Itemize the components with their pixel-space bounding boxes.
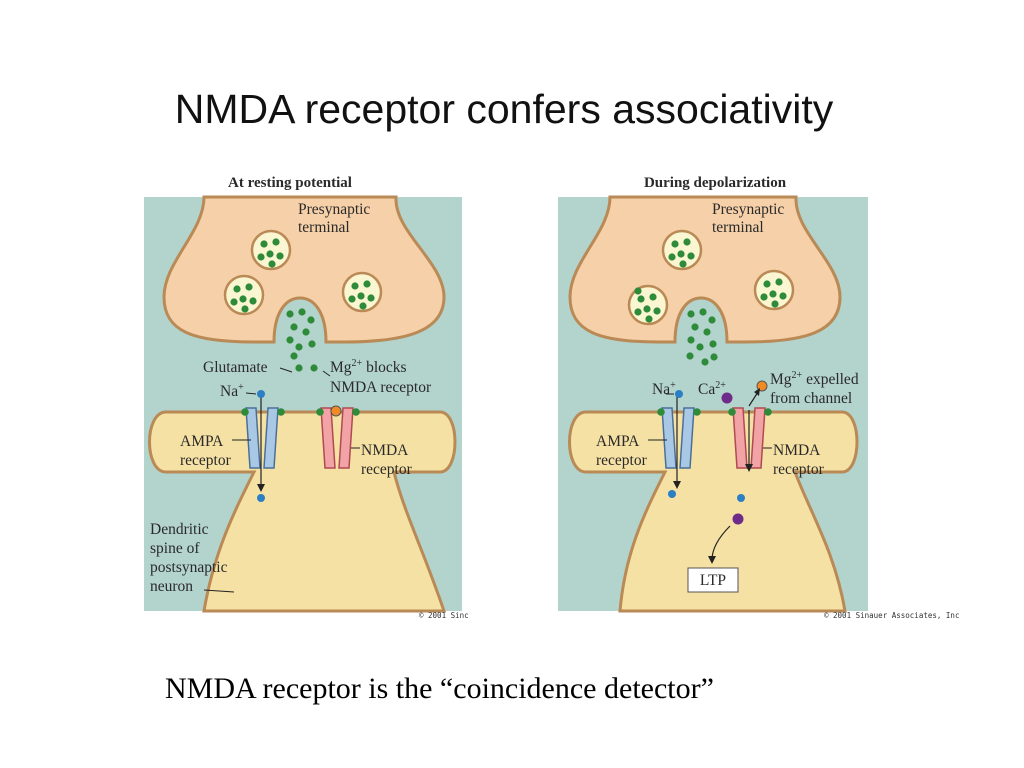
synaptic-vesicle <box>223 274 265 316</box>
calcium-ion <box>721 392 733 404</box>
postsynaptic-spine <box>568 410 859 613</box>
nmda-label-line2: receptor <box>361 461 413 478</box>
dendrite-label-line3: postsynaptic <box>150 559 228 576</box>
glutamate-molecule <box>634 287 642 295</box>
presynaptic-label: Presynaptic <box>298 201 370 218</box>
sodium-ion <box>737 494 745 502</box>
nmda-receptor <box>728 407 772 472</box>
synaptic-vesicle <box>627 284 669 326</box>
nmda-receptor <box>316 407 360 469</box>
ampa-label-line2: receptor <box>180 452 232 469</box>
sodium-label: Na+ <box>220 382 244 400</box>
postsynaptic-spine <box>148 410 457 613</box>
resting-potential-diagram: At resting potential <box>104 172 474 622</box>
ltp-box <box>687 567 739 593</box>
ampa-label: AMPA <box>596 433 640 450</box>
sodium-ion <box>668 490 676 498</box>
depolarization-diagram: During depolarization <box>540 172 960 622</box>
sodium-ion <box>257 390 265 398</box>
dendrite-label-line2: spine of <box>150 540 200 557</box>
mg-blocks-label: Mg2+ blocks <box>330 358 407 376</box>
dendrite-label: Dendritic <box>150 521 209 538</box>
sodium-label: Na+ <box>652 380 676 398</box>
calcium-ion <box>732 513 744 525</box>
presynaptic-label-line2: terminal <box>712 219 764 236</box>
mg-expelled-label-line2: from channel <box>770 390 852 407</box>
ampa-label: AMPA <box>180 433 224 450</box>
resting-potential-panel: At resting potential <box>104 172 474 622</box>
ampa-label-line2: receptor <box>596 452 648 469</box>
mg-expelled-label: Mg2+ expelled <box>770 370 859 388</box>
magnesium-ion <box>330 405 342 417</box>
synaptic-vesicle <box>250 229 292 271</box>
glutamate-molecules <box>286 308 318 372</box>
dendrite-label-line4: neuron <box>150 578 193 595</box>
ampa-receptor <box>241 397 285 492</box>
copyright-text: © 2001 Sinauer Associates, Inc <box>824 611 959 620</box>
presynaptic-label-line2: terminal <box>298 219 350 236</box>
mg-blocks-label-line2: NMDA receptor <box>330 379 432 396</box>
panel-title: At resting potential <box>228 175 352 191</box>
synaptic-vesicle <box>661 229 703 271</box>
glutamate-label: Glutamate <box>203 359 268 376</box>
nmda-label-line2: receptor <box>773 461 825 478</box>
presynaptic-label: Presynaptic <box>712 201 784 218</box>
slide-caption: NMDA receptor is the “coincidence detect… <box>165 672 714 705</box>
glutamate-molecules <box>686 308 718 366</box>
synaptic-vesicle <box>341 271 383 313</box>
copyright-text: © 2001 Sinc <box>419 611 469 620</box>
slide-title: NMDA receptor confers associativity <box>174 86 834 132</box>
calcium-label: Ca2+ <box>698 380 726 398</box>
sodium-ion <box>257 494 265 502</box>
panel-title: During depolarization <box>644 175 787 191</box>
ampa-receptor <box>657 397 701 489</box>
ltp-label: LTP <box>700 572 726 589</box>
synaptic-vesicle <box>753 269 795 311</box>
sodium-ion <box>675 390 683 398</box>
nmda-label: NMDA <box>361 442 409 459</box>
depolarization-panel: During depolarization <box>540 172 960 622</box>
nmda-label: NMDA <box>773 442 821 459</box>
